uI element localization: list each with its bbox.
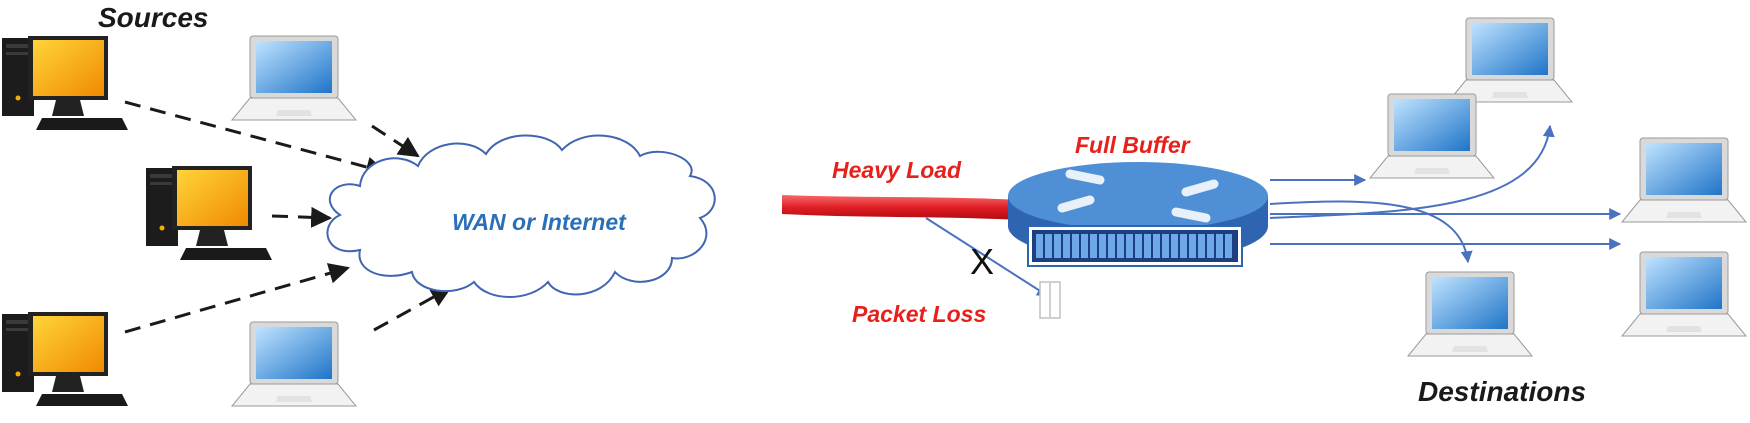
buffer-slot [1144, 234, 1151, 258]
buffer-slot [1225, 234, 1232, 258]
destination-laptop-icon-1 [1447, 17, 1573, 103]
buffer-slot [1090, 234, 1097, 258]
buffer-slot [1153, 234, 1160, 258]
source-link-1 [124, 100, 388, 178]
buffer-slot [1117, 234, 1124, 258]
source-laptop-icon-1 [231, 35, 357, 121]
sources-label: Sources [98, 2, 209, 33]
destination-laptop-icon-2 [1369, 93, 1495, 179]
buffer-slot [1189, 234, 1196, 258]
buffer-slot [1072, 234, 1079, 258]
buffer-slot [1126, 234, 1133, 258]
source-desktop-icon-1 [2, 36, 128, 130]
source-link-4 [124, 263, 351, 334]
buffer-slot [1198, 234, 1205, 258]
destination-laptop-icon-4 [1621, 251, 1747, 337]
dropped-packet-icon [1039, 281, 1061, 319]
packet-loss-link [925, 217, 1050, 297]
buffer-slot [1063, 234, 1070, 258]
buffer-slot [1081, 234, 1088, 258]
out-link-3 [1269, 200, 1473, 264]
buffer-slot [1036, 234, 1043, 258]
router-buffer [1036, 234, 1232, 258]
buffer-slot [1171, 234, 1178, 258]
out-link-2 [1269, 124, 1555, 219]
buffer-slot [1108, 234, 1115, 258]
buffer-slot [1162, 234, 1169, 258]
heavy-load-label: Heavy Load [832, 157, 962, 183]
source-link-2 [371, 124, 420, 158]
buffer-slot [1216, 234, 1223, 258]
buffer-slot [1180, 234, 1187, 258]
source-link-5 [373, 286, 452, 332]
full-buffer-label: Full Buffer [1075, 132, 1191, 158]
destinations-label: Destinations [1418, 376, 1586, 407]
buffer-slot [1135, 234, 1142, 258]
cloud-icon [326, 134, 716, 298]
destination-laptop-icon-5 [1407, 271, 1533, 357]
heavy-load-link [782, 195, 1022, 220]
packet-loss-label: Packet Loss [852, 301, 986, 327]
source-desktop-icon-2 [146, 166, 272, 260]
buffer-slot [1207, 234, 1214, 258]
source-laptop-icon-2 [231, 321, 357, 407]
source-link-3 [271, 206, 333, 228]
source-desktop-icon-3 [2, 312, 128, 406]
network-label: WAN or Internet [452, 209, 627, 235]
destination-laptop-icon-3 [1621, 137, 1747, 223]
drop-mark: X [970, 241, 994, 282]
buffer-slot [1045, 234, 1052, 258]
buffer-slot [1054, 234, 1061, 258]
buffer-slot [1099, 234, 1106, 258]
